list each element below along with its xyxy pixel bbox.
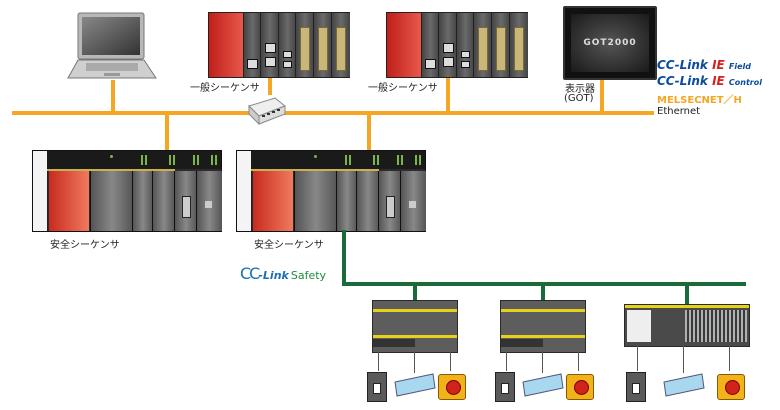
station2-drop [541, 284, 545, 301]
emergency-stop-icon [717, 374, 745, 400]
got-display: GOT2000 [563, 6, 657, 80]
wire [542, 351, 543, 373]
emergency-stop-icon [438, 374, 466, 400]
network-name-cclink-ie-field: CC-Link IE Field [657, 58, 752, 72]
laptop-drop [111, 80, 115, 113]
laptop-icon [67, 12, 157, 79]
breaker-icon [367, 372, 387, 402]
network-name-ethernet: Ethernet [657, 106, 701, 117]
laptop [66, 12, 158, 82]
station1-drop [413, 284, 417, 301]
light-curtain-icon [394, 373, 436, 397]
ethernet-bus [12, 111, 654, 115]
plc2-drop [446, 75, 450, 113]
light-curtain-icon [663, 373, 705, 397]
plc1-drop [268, 75, 272, 95]
wire [450, 351, 451, 371]
got-screen-text: GOT2000 [583, 38, 637, 48]
safety-terminal-block-station-3 [624, 304, 750, 347]
wire [729, 345, 730, 371]
safety-drop [342, 230, 346, 286]
network-name-cclink-ie-control: CC-Link IE Control [657, 74, 762, 88]
station3-drop [685, 284, 689, 304]
light-curtain-icon [522, 373, 564, 397]
safety-plc-1 [32, 150, 222, 232]
general-plc-2 [386, 12, 528, 78]
network-name-melsecnet: MELSECNET／H [657, 95, 742, 106]
breaker-icon [626, 372, 646, 402]
got-label-line2: (GOT) [564, 93, 594, 104]
got-label-line1: 表示器 [565, 84, 595, 95]
ethernet-switch [245, 96, 287, 126]
wire [414, 351, 415, 373]
breaker-icon [495, 372, 515, 402]
emergency-stop-icon [566, 374, 594, 400]
wire [578, 351, 579, 371]
safety1-drop [165, 113, 169, 150]
safety2-drop [367, 113, 371, 150]
safety-plc-2-label: 安全シーケンサ [254, 240, 324, 251]
general-plc-1-label: 一般シーケンサ [190, 83, 260, 94]
wire [637, 345, 638, 371]
remote-io-station-2 [500, 300, 586, 353]
remote-io-station-1 [372, 300, 458, 353]
wire [378, 351, 379, 371]
safety-plc-1-label: 安全シーケンサ [50, 240, 120, 251]
general-plc-2-label: 一般シーケンサ [368, 83, 438, 94]
safety-plc-2 [236, 150, 426, 232]
ethernet-switch-icon [248, 97, 286, 126]
got-drop [600, 78, 604, 113]
wire [506, 351, 507, 371]
general-plc-1 [208, 12, 350, 78]
wire [683, 345, 684, 373]
